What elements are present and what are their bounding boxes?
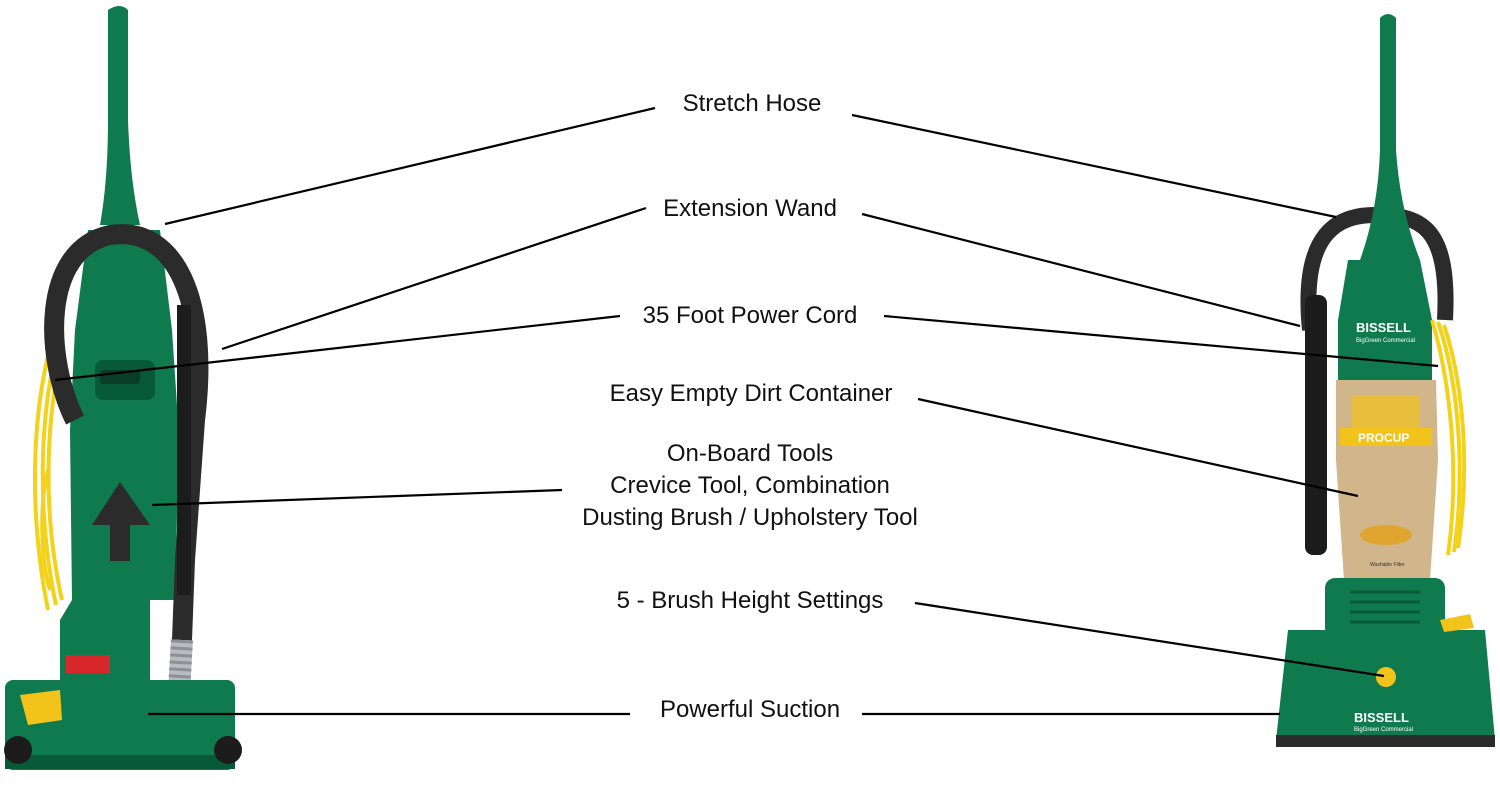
vacuum-body — [60, 230, 178, 690]
label-extension-wand: Extension Wand — [663, 193, 837, 225]
brand-logo-top: BISSELL — [1356, 320, 1411, 335]
height-pedal — [1440, 614, 1474, 632]
label-onboard-tools-line2: Crevice Tool, Combination — [610, 472, 890, 499]
leader-dirt-container — [917, 397, 1359, 498]
leader-stretch-hose-right — [851, 113, 1337, 219]
brand-logo-bottom: BISSELL — [1354, 710, 1409, 725]
procup-label: PROCUP — [1358, 431, 1409, 445]
right-vacuum-illustration: BISSELL BigGreen Commercial PROCUP Washa… — [1276, 14, 1495, 747]
filter-label: Washable Filter — [1370, 562, 1405, 568]
label-onboard-tools-line3: Dusting Brush / Upholstery Tool — [582, 504, 918, 531]
label-power-cord-text: 35 Foot Power Cord — [642, 302, 858, 329]
leader-extension-wand-left — [221, 206, 647, 351]
label-suction-text: Powerful Suction — [659, 696, 841, 723]
power-cord-coil — [1430, 319, 1467, 556]
label-brush-height-text: 5 - Brush Height Settings — [616, 587, 884, 614]
left-vacuum-illustration — [4, 6, 242, 770]
label-onboard-tools-line1: On-Board Tools — [666, 440, 834, 467]
brand-sub-bottom: BigGreen Commercial — [1354, 727, 1413, 733]
red-latch — [66, 655, 110, 673]
leader-brush-height — [914, 601, 1385, 678]
label-dirt-container-text: Easy Empty Dirt Container — [609, 380, 893, 407]
label-suction: Powerful Suction — [660, 694, 840, 726]
label-onboard-tools: On-Board Tools Crevice Tool, Combination… — [582, 438, 918, 534]
brush-height-knob — [1376, 667, 1396, 687]
left-wheel — [4, 736, 32, 764]
label-brush-height: 5 - Brush Height Settings — [617, 585, 884, 617]
right-wheel — [214, 736, 242, 764]
height-pedal — [20, 690, 62, 725]
label-dirt-container: Easy Empty Dirt Container — [610, 378, 893, 410]
label-stretch-hose: Stretch Hose — [683, 88, 822, 120]
brand-sub-top: BigGreen Commercial — [1356, 338, 1415, 344]
extension-wand — [1305, 295, 1327, 555]
leader-extension-wand-right — [861, 212, 1301, 328]
leader-power-cord-left — [54, 314, 621, 382]
crevice-tool-icon — [92, 482, 150, 525]
vacuum-body — [1338, 260, 1432, 380]
label-stretch-hose-text: Stretch Hose — [682, 90, 822, 117]
leader-stretch-hose-left — [164, 106, 656, 226]
label-extension-wand-text: Extension Wand — [663, 195, 837, 222]
handle — [1360, 14, 1420, 260]
handle — [100, 6, 140, 225]
leader-onboard-tools — [151, 488, 563, 507]
label-power-cord: 35 Foot Power Cord — [643, 300, 858, 332]
leader-power-cord-right — [883, 314, 1439, 368]
stretch-hose — [44, 224, 209, 641]
extension-wand — [177, 305, 191, 595]
base — [5, 680, 235, 770]
